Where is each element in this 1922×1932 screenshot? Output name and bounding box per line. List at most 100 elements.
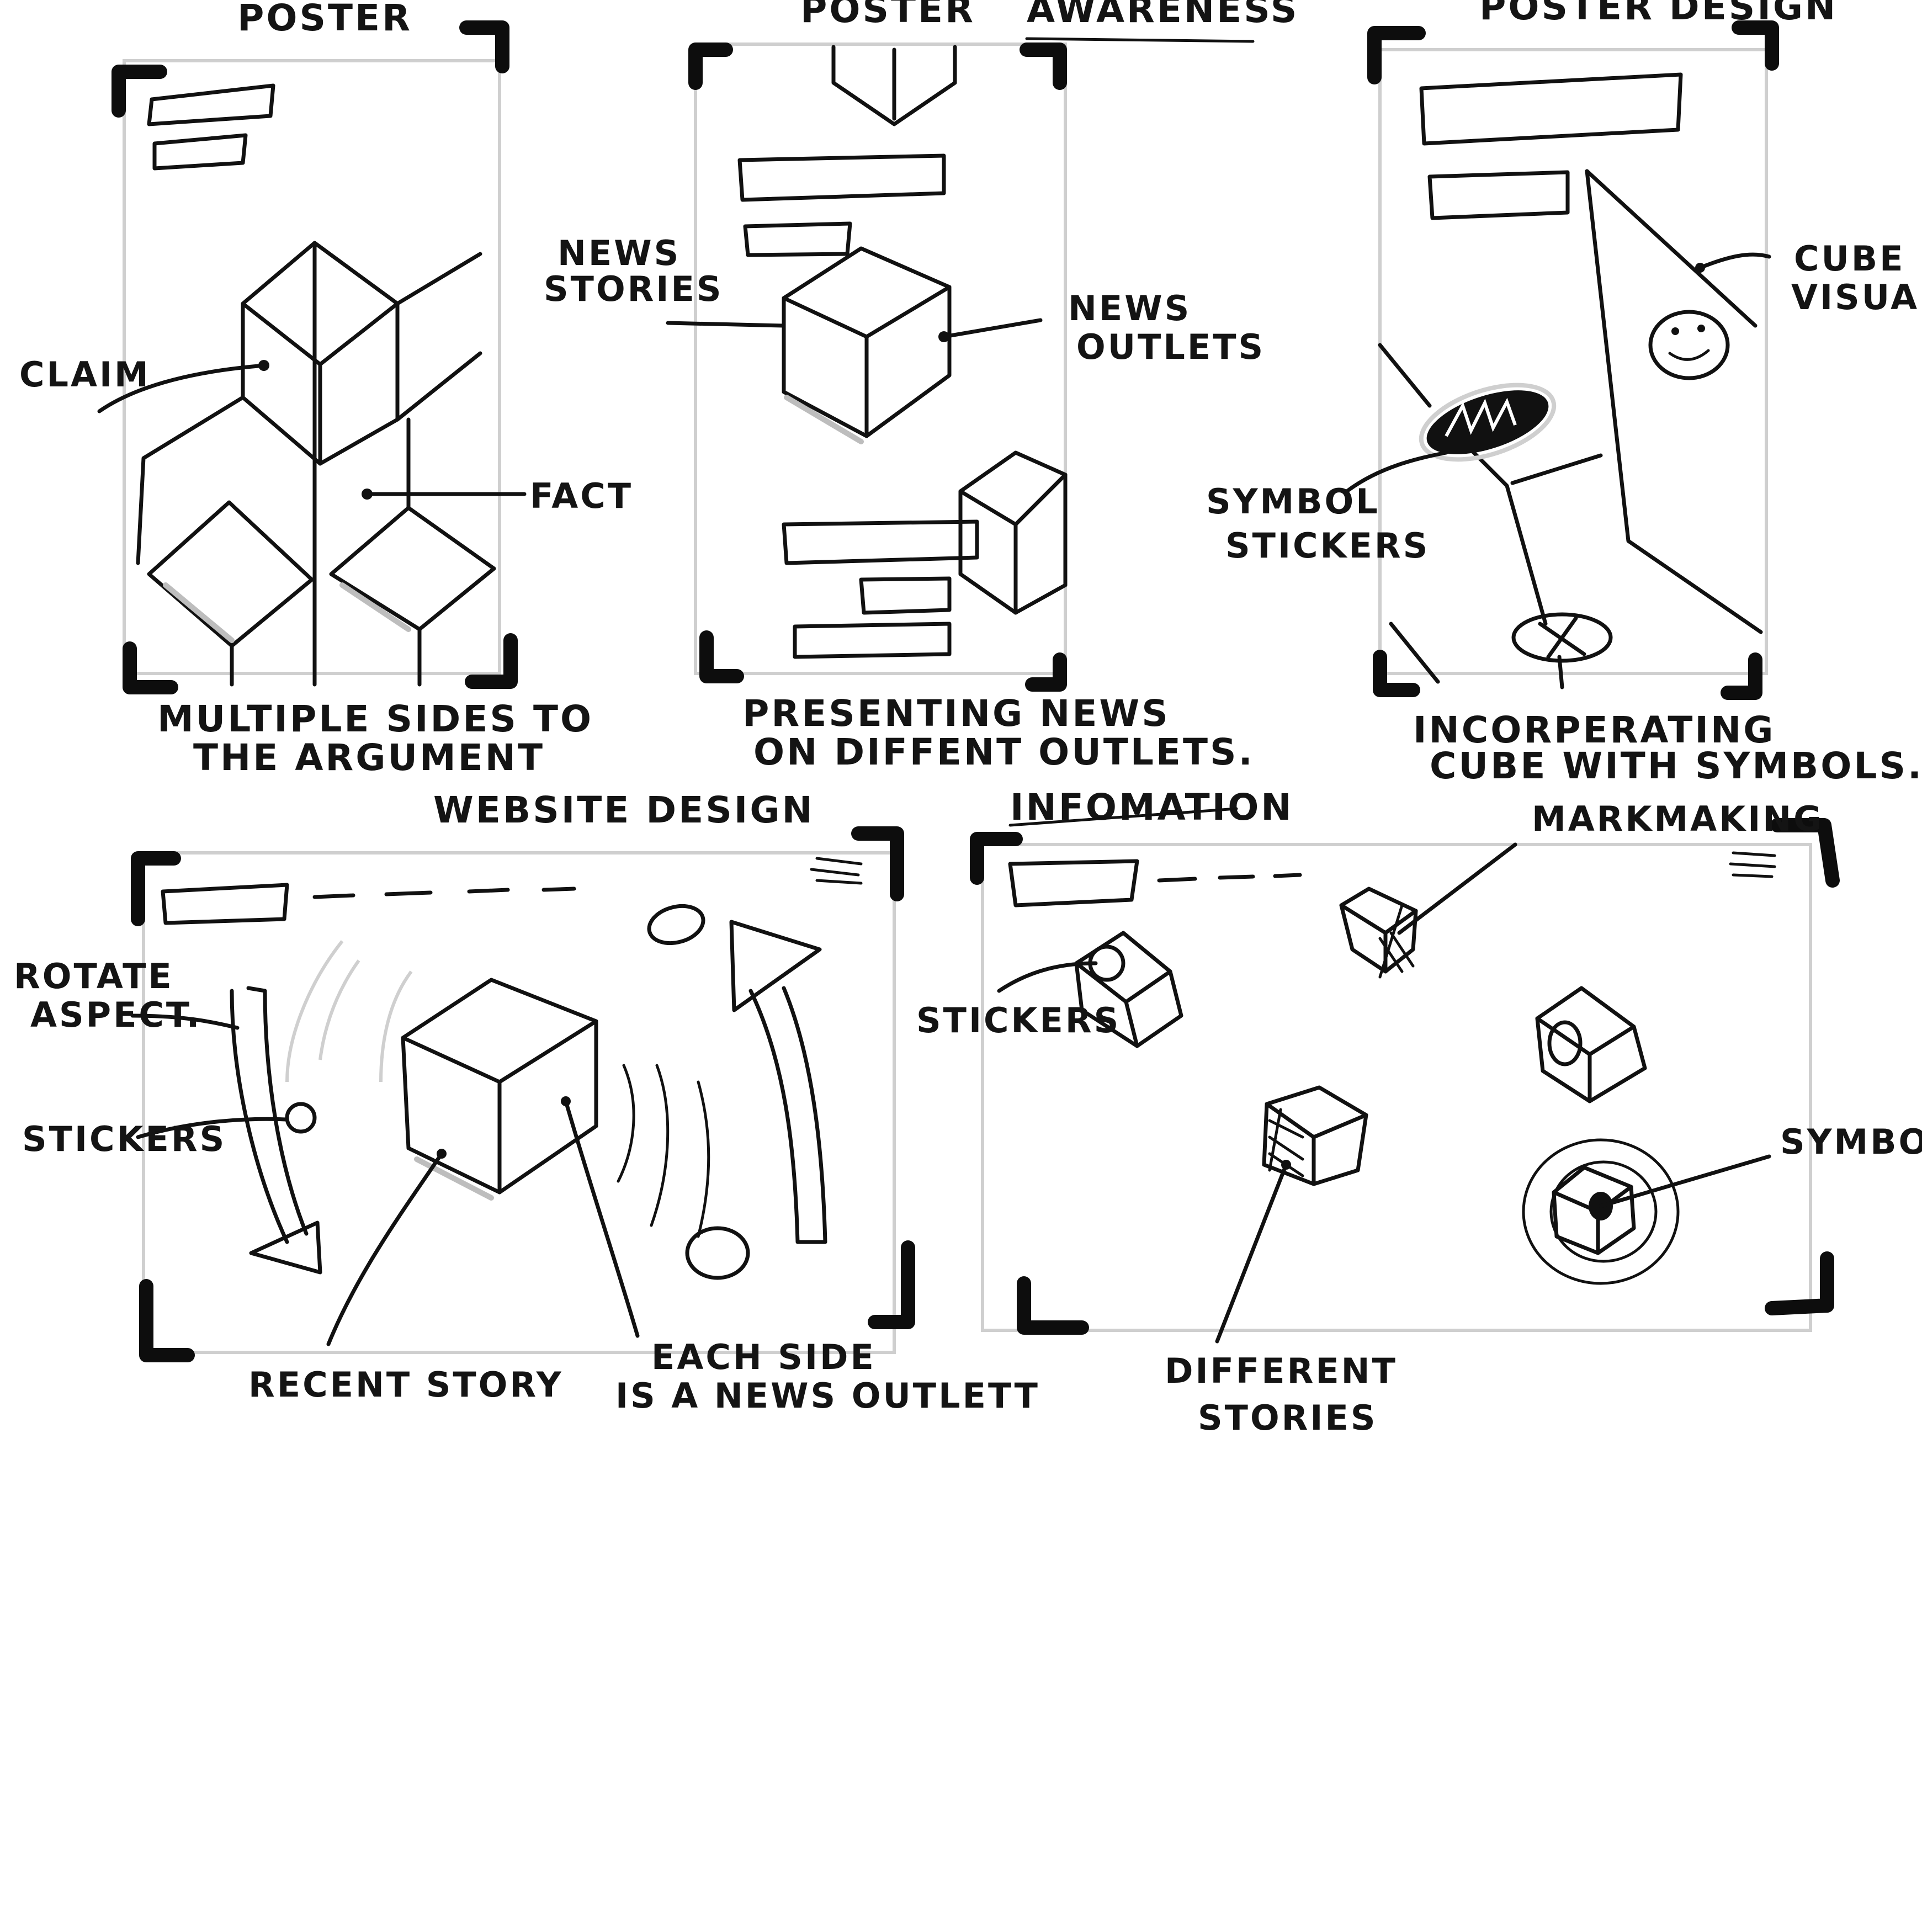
news-stories-label-line2: STORIES [544,269,723,309]
arrow-down-icon [831,45,957,126]
rotate-aspect-annotation: ROTATE ASPECT. [14,956,240,1035]
different-stories-label-line2: STORIES [1198,1398,1377,1438]
stickers-annotation: STICKERS [22,1117,289,1159]
title-underline [1025,37,1255,43]
rotate-arrow-up [729,920,827,1244]
headline-bar [147,83,275,126]
symbol-label: SYMBOL [1780,1122,1922,1162]
corner-mark [1017,1276,1089,1335]
website-stickers-label: STICKERS [22,1119,226,1159]
poster-one-frame [123,59,501,675]
hatched-cube [1262,1085,1368,1186]
story-bar [782,519,979,565]
subheadline-bar [152,133,248,171]
headline-bar [737,153,946,202]
corner-mark [1020,43,1067,90]
corner-mark [123,641,178,694]
poster-one-title: POSTER [237,0,412,39]
markmaking-cube [1339,887,1418,979]
fact-annotation: FACT [362,476,633,516]
claim-annotation: CLAIM [19,354,269,413]
cube-visual-annotation: CUBE VISUAL [1695,238,1922,317]
sticker-ovals [285,904,750,1280]
rotate-aspect-label-line1: ROTATE [14,956,174,996]
corner-mark [970,832,1023,885]
poster-one-caption-line2: THE ARGUMENT [193,736,545,779]
corner-mark [1373,650,1420,697]
different-stories-label-line1: DIFFERENT [1165,1351,1398,1391]
corner-mark [1367,26,1426,84]
poster-awareness-frame [694,43,1067,675]
poster-one-caption-line1: MULTIPLE SIDES TO [157,698,593,740]
nav-dashes [1157,873,1302,883]
poster-design-title: POSTER DESIGN [1479,0,1838,28]
website-frame [142,851,896,1354]
corner-mark [851,826,904,901]
cube-visual-label-line2: VISUAL [1791,277,1922,317]
corner-mark [139,1279,195,1362]
hamburger-menu-icon[interactable] [1729,851,1776,878]
cube-pattern [136,241,496,687]
symbol-cube [1535,986,1647,1103]
poster-design-sketch: CUBE VISUAL SYMBOL STICKERS POSTER DESIG… [1206,0,1922,787]
corner-mark [1025,652,1067,692]
corner-mark [699,630,744,683]
poster-design-frame [1378,48,1768,675]
news-outlets-annotation: NEWS OUTLETS [938,288,1263,367]
recent-story-label: RECENT STORY [248,1365,564,1405]
nav-dashes [312,887,576,899]
each-side-annotation: EACH SIDE IS A NEWS OUTLETT [561,1096,1040,1416]
corner-mark [1732,20,1779,71]
poster-sketch-one: CLAIM FACT POSTER MULTIPLE SIDES TO THE … [19,0,633,779]
symbol-annotation: SYMBOL [1599,1122,1922,1208]
corner-mark [131,851,181,926]
markmaking-annotation: MARKMAKING [1397,799,1824,935]
poster-design-caption-line1: INCORPERATING [1413,709,1775,751]
corner-mark [688,43,733,90]
recent-story-annotation: RECENT STORY [248,1149,564,1405]
each-side-label-line2: IS A NEWS OUTLETT [615,1376,1040,1416]
info-stickers-label: STICKERS [916,1000,1121,1041]
each-side-label-line1: EACH SIDE [651,1337,876,1377]
news-stories-annotation: NEWS STORIES [544,233,786,328]
information-frame [981,843,1812,1332]
headline-bar [1419,72,1683,146]
title-underline [1008,807,1238,827]
logo-bar [1008,859,1139,907]
crossed-circle-icon [1511,612,1613,663]
hamburger-menu-icon[interactable] [810,857,863,885]
subheadline-bar [1427,170,1570,220]
news-outlets-label-line1: NEWS [1068,288,1191,328]
corner-mark [868,1240,915,1329]
corner-mark [465,633,518,689]
symbol-stickers-label-line1: SYMBOL [1206,481,1380,522]
information-sketch: MARKMAKING STICKERS SYMBOL DIFFERENT STO… [916,786,1922,1438]
fact-label: FACT [530,476,633,516]
corner-mark [1765,1251,1834,1315]
poster-awareness-title-suffix: AWARENESS [1027,0,1299,31]
sticker-cube [1074,931,1183,1048]
smiley-face-icon [1648,310,1730,380]
markmaking-label: MARKMAKING [1532,799,1824,839]
poster-awareness-caption-line1: PRESENTING NEWS [742,692,1170,735]
symbol-stickers-label-line2: STICKERS [1225,526,1430,566]
corner-mark [1770,818,1840,888]
poster-awareness-title: POSTER [800,0,975,31]
story-bar [859,576,952,615]
central-cube [782,246,952,444]
corner-mark [112,65,167,118]
cube-visual-label-line1: CUBE [1794,238,1905,279]
corner-mark [459,20,509,73]
story-bar [793,622,952,659]
poster-awareness-sketch: NEWS STORIES NEWS OUTLETS POSTER AWARENE… [544,0,1299,773]
rotate-aspect-label-line2: ASPECT. [30,995,201,1035]
info-stickers-annotation: STICKERS [916,961,1121,1041]
website-design-title: WEBSITE DESIGN [433,789,815,831]
claim-label: CLAIM [19,354,151,395]
cube-visual-lines [1378,169,1763,689]
news-stories-label-line1: NEWS [558,233,681,273]
target-cube [1522,1138,1680,1285]
partial-cube [958,450,1068,615]
poster-design-caption-line2: CUBE WITH SYMBOLS. [1430,745,1922,787]
